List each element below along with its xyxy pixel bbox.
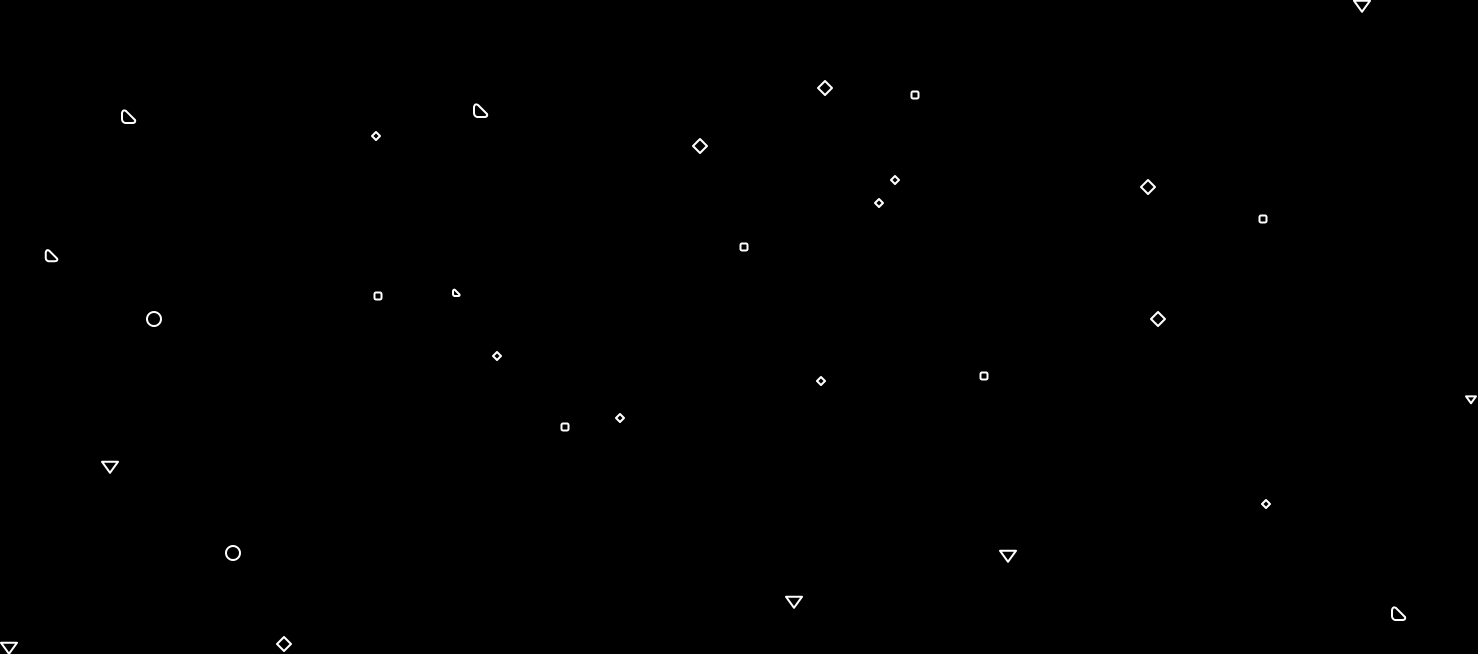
asteroid-wedge-icon xyxy=(473,103,489,118)
diamond-icon xyxy=(276,636,292,652)
diamond-icon xyxy=(1261,499,1271,509)
diamond-icon xyxy=(890,175,900,185)
asteroid-wedge-icon xyxy=(452,288,461,297)
square-icon xyxy=(560,422,570,432)
triangle-down-icon xyxy=(0,641,18,654)
triangle-down-icon xyxy=(785,595,803,609)
diamond-icon xyxy=(1140,179,1156,195)
square-icon xyxy=(979,371,989,381)
square-icon xyxy=(910,90,920,100)
diamond-icon xyxy=(492,351,502,361)
diamond-icon xyxy=(874,198,884,208)
diamond-icon xyxy=(615,413,625,423)
diamond-icon xyxy=(1150,311,1166,327)
diamond-icon xyxy=(817,80,833,96)
diamond-icon xyxy=(692,138,708,154)
asteroid-round-icon xyxy=(146,311,162,327)
triangle-down-icon xyxy=(1465,395,1477,405)
square-icon xyxy=(739,242,749,252)
asteroid-round-icon xyxy=(225,545,241,561)
asteroid-wedge-icon xyxy=(44,249,59,263)
diamond-icon xyxy=(816,376,826,386)
asteroid-wedge-icon xyxy=(121,109,137,124)
triangle-down-icon xyxy=(101,460,119,474)
triangle-down-icon xyxy=(999,549,1017,563)
square-icon xyxy=(1258,214,1268,224)
diamond-icon xyxy=(371,131,381,141)
asteroid-wedge-icon xyxy=(1391,606,1407,621)
triangle-down-icon xyxy=(1353,0,1371,13)
square-icon xyxy=(373,291,383,301)
